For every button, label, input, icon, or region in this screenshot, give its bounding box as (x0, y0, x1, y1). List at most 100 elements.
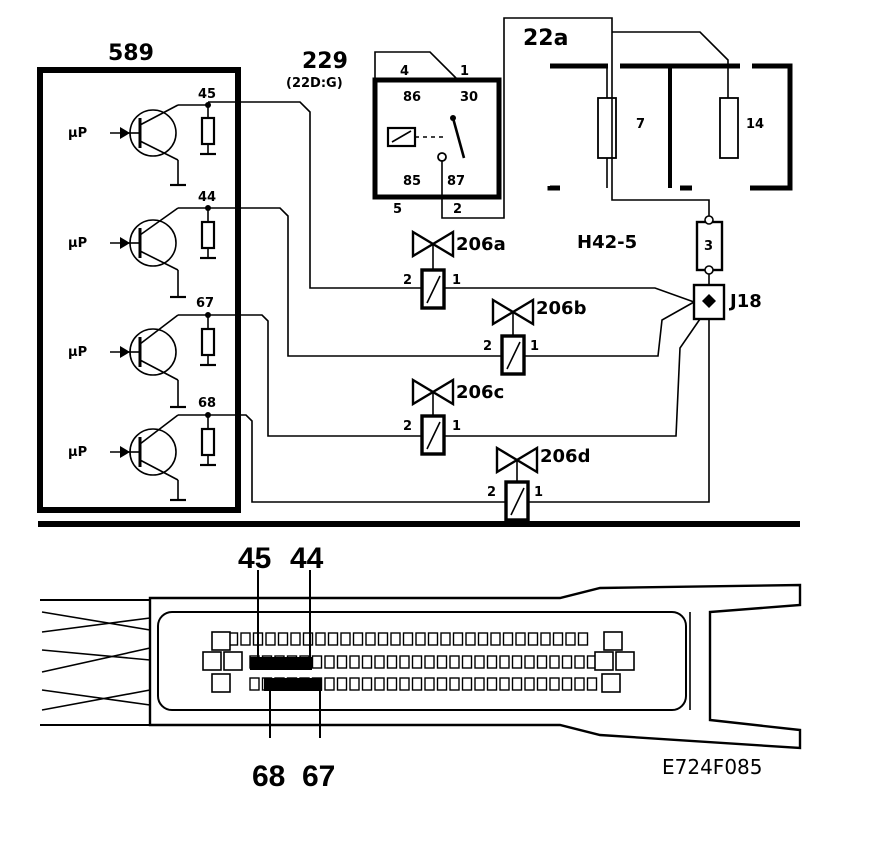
ecu-589: 589 µP 45 µP (37, 41, 241, 513)
valve-206a-pin-1: 1 (452, 273, 461, 288)
connector-pin (511, 677, 523, 691)
microprocessor-label: µP (68, 445, 87, 460)
connector-pin (315, 632, 326, 646)
connector-pin (240, 632, 251, 646)
relay-pin-87: 87 (447, 174, 465, 189)
connector-power-pin (223, 651, 243, 671)
connector-pin (399, 677, 410, 691)
connector-pin (536, 655, 548, 669)
connector-pin (361, 677, 373, 691)
junction-j18: J18 (692, 283, 762, 321)
relay-label: 229 (302, 49, 348, 74)
connector-pin (461, 677, 473, 691)
connector-pin (499, 677, 510, 691)
valve-206b-label: 206b (536, 298, 587, 319)
relay-switch-icon (437, 115, 466, 162)
connector-pin (549, 677, 560, 691)
connector-pin (265, 632, 276, 646)
wires (208, 17, 729, 503)
connector-pin (324, 677, 335, 691)
valve-206d: 206d 2 1 (487, 445, 590, 522)
connector-pin (586, 677, 598, 691)
valve-206b-pin-1: 1 (530, 339, 539, 354)
ecu-pin-68: 68 (198, 396, 216, 411)
connector-pin (374, 655, 385, 669)
connector-pin (549, 655, 560, 669)
connector-pin (461, 655, 473, 669)
pin-bar-45-44 (250, 657, 312, 670)
connector-pin (574, 655, 585, 669)
valve-206b: 206b 2 1 (483, 297, 587, 376)
connector-view: 45 44 68 67 (40, 542, 802, 793)
ecu-stage-2: µP 44 (68, 190, 216, 299)
connector-pin (386, 677, 398, 691)
microprocessor-label: µP (68, 126, 87, 141)
connector-pin (377, 632, 389, 646)
connector-pin (436, 677, 448, 691)
connector-pin (436, 655, 448, 669)
fuse-14-label: 14 (746, 117, 764, 132)
connector-pin (340, 632, 351, 646)
valve-206a: 206a 2 1 (403, 229, 506, 310)
ecu-stage-4: µP 68 (68, 396, 216, 502)
connector-pin (465, 632, 476, 646)
connector-pin (352, 632, 364, 646)
connector-pin (374, 677, 385, 691)
connector-pin-44-label: 44 (290, 542, 324, 575)
connector-pin (477, 632, 489, 646)
relay-sublabel: (22D:G) (286, 76, 343, 91)
junction-label: J18 (728, 291, 762, 312)
relay-pin-86: 86 (403, 90, 421, 105)
ecu-pin-67: 67 (196, 296, 214, 311)
relay-pin-85: 85 (403, 174, 421, 189)
connector-pin (524, 655, 535, 669)
connector-power-pin (211, 631, 231, 651)
connector-pin (311, 655, 323, 669)
connector-pin (424, 655, 435, 669)
connector-pin (552, 632, 564, 646)
connector-pin (536, 677, 548, 691)
connector-pin (577, 632, 589, 646)
relay-229: 229 (22D:G) 4 1 86 30 85 87 5 2 (286, 49, 502, 217)
connector-pin (561, 677, 573, 691)
ecu-pin-45: 45 (198, 87, 216, 102)
connector-pin (302, 632, 314, 646)
valve-206b-pin-2: 2 (483, 339, 492, 354)
connector-pin (499, 655, 510, 669)
relay-pin-2: 2 (453, 202, 462, 217)
figure-code: E724F085 (662, 755, 763, 779)
connector-pin (249, 677, 260, 691)
connector-pin (327, 632, 339, 646)
connector-pin (474, 677, 485, 691)
relay-pin-4: 4 (400, 64, 409, 79)
connector-power-pin (594, 651, 614, 671)
connector-pin (349, 655, 360, 669)
connector-pin (411, 655, 423, 669)
valve-206c: 206c 2 1 (403, 377, 504, 456)
connector-pin (486, 655, 498, 669)
valve-206d-label: 206d (540, 446, 590, 467)
connector-pin (527, 632, 539, 646)
connector-pin (452, 632, 464, 646)
relay-pin-5: 5 (393, 202, 402, 217)
connector-pin (474, 655, 485, 669)
connector-pin (277, 632, 289, 646)
fusebox-label: 22a (523, 26, 568, 51)
valve-206a-pin-2: 2 (403, 273, 412, 288)
connector-pin (415, 632, 426, 646)
fusebox-22a: 22a 7 14 (523, 26, 793, 191)
microprocessor-label: µP (68, 345, 87, 360)
connector-pin (290, 632, 301, 646)
relay-pin-30: 30 (460, 90, 478, 105)
connector-power-pin (202, 651, 222, 671)
connector-power-pin (603, 631, 623, 651)
connector-pin (349, 677, 360, 691)
valve-206c-pin-1: 1 (452, 419, 461, 434)
ecu-stage-3: µP 67 (68, 296, 216, 409)
connector-pin-68-label: 68 (252, 760, 285, 793)
connector-h42-pin: 3 (704, 239, 713, 254)
connector-h42-label: H42-5 (577, 232, 637, 253)
connector-pin (490, 632, 501, 646)
connector-pin (449, 655, 460, 669)
connector-power-pin (615, 651, 635, 671)
